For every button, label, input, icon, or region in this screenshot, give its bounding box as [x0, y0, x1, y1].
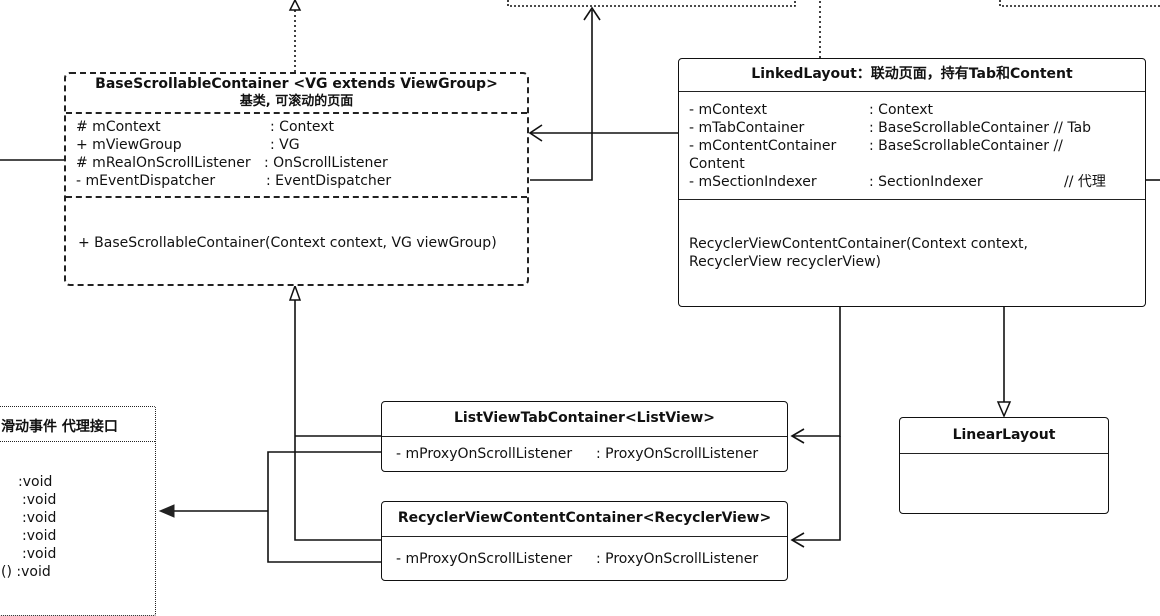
- divider: [679, 91, 1145, 92]
- field-name: - mEventDispatcher: [76, 173, 216, 189]
- interface-title: 滑动事件 代理接口: [1, 419, 118, 435]
- method-return: :void: [22, 510, 57, 526]
- linked-to-list-line: [792, 307, 841, 437]
- field-row: - mEventDispatcher : EventDispatcher: [76, 172, 391, 190]
- arrowhead-to-iface: [158, 504, 175, 518]
- field-name: - mProxyOnScrollListener: [396, 446, 573, 462]
- field-row: - mContentContainer : BaseScrollableConta…: [689, 137, 1063, 155]
- method-row: RecyclerViewContentContainer(Context con…: [689, 236, 1028, 252]
- linked-layout-class: LinkedLayout：联动页面，持有Tab和Content - mConte…: [678, 58, 1146, 307]
- divider: [679, 199, 1145, 200]
- field-name: - mSectionIndexer: [689, 174, 817, 190]
- partial-box-top-center: [507, 0, 796, 7]
- linked-to-top-line: [530, 10, 593, 181]
- arrowhead-to-list: [790, 428, 805, 444]
- field-row: # mContext : Context: [76, 118, 334, 136]
- field-row: - mTabContainer : BaseScrollableContainer…: [689, 119, 1091, 137]
- field-name: - mProxyOnScrollListener: [396, 551, 573, 567]
- field-type: : EventDispatcher: [266, 173, 392, 189]
- field-type: : ProxyOnScrollListener: [596, 446, 759, 462]
- class-subtitle: 基类, 可滚动的页面: [239, 94, 354, 109]
- class-title: ListViewTabContainer<ListView>: [454, 410, 715, 426]
- method-row: RecyclerView recyclerView): [689, 254, 882, 270]
- field-row: + mViewGroup : VG: [76, 136, 300, 154]
- method-return: () :void: [1, 564, 51, 580]
- arrowhead-to-base: [528, 124, 543, 142]
- divider: [382, 536, 787, 537]
- field-name: - mTabContainer: [689, 120, 805, 136]
- field-name: Content: [689, 156, 745, 172]
- field-type: : OnScrollListener: [264, 155, 388, 171]
- field-type: : BaseScrollableContainer // Tab: [869, 120, 1092, 136]
- arrowhead-base-top: [288, 0, 302, 11]
- divider: [0, 441, 155, 442]
- class-title: LinkedLayout：联动页面，持有Tab和Content: [751, 66, 1073, 82]
- listview-tab-container-class: ListViewTabContainer<ListView> - mProxyO…: [381, 401, 788, 472]
- field-row: - mProxyOnScrollListener : ProxyOnScrollL…: [396, 550, 758, 568]
- recyclerview-content-container-class: RecyclerViewContentContainer<RecyclerVie…: [381, 501, 788, 581]
- arrowhead-generalization: [288, 283, 302, 301]
- method-return: :void: [18, 474, 53, 490]
- class-title: LinearLayout: [952, 427, 1056, 443]
- divider: [382, 436, 787, 437]
- method-return: :void: [22, 528, 57, 544]
- base-scrollable-container-class: BaseScrollableContainer <VG extends View…: [64, 72, 529, 286]
- field-row: # mRealOnScrollListener : OnScrollListene…: [76, 154, 388, 172]
- arrowhead-to-recycler: [790, 532, 805, 548]
- field-row: Content: [689, 155, 745, 173]
- field-row: - mSectionIndexer : SectionIndexer // 代理: [689, 173, 1106, 191]
- field-name: + mViewGroup: [76, 137, 182, 153]
- linked-to-recycler-line: [792, 436, 841, 541]
- field-name: - mContext: [689, 102, 767, 118]
- field-name: - mContentContainer: [689, 138, 837, 154]
- method-row: + BaseScrollableContainer(Context contex…: [78, 235, 497, 251]
- class-title: BaseScrollableContainer <VG extends View…: [95, 76, 498, 92]
- method-return: :void: [22, 492, 57, 508]
- divider: [900, 453, 1108, 454]
- field-type: : ProxyOnScrollListener: [596, 551, 759, 567]
- partial-box-top-right: [999, 0, 1160, 7]
- scroll-event-proxy-interface: 滑动事件 代理接口 :void :void :void :void :void …: [0, 406, 156, 616]
- divider: [66, 196, 527, 198]
- arrowhead-linear: [996, 401, 1012, 418]
- method-return: :void: [22, 546, 57, 562]
- divider: [66, 112, 527, 114]
- field-type: : Context: [869, 102, 934, 118]
- arrowhead-to-top: [583, 6, 601, 21]
- field-name: # mContext: [76, 119, 161, 135]
- field-type: : VG: [270, 137, 300, 153]
- field-type: : Context: [270, 119, 335, 135]
- field-row: - mContext : Context: [689, 101, 933, 119]
- field-type: : SectionIndexer: [869, 174, 983, 190]
- generalization-line: [294, 290, 382, 541]
- linear-layout-class: LinearLayout: [899, 417, 1109, 514]
- class-title: RecyclerViewContentContainer<RecyclerVie…: [397, 510, 772, 526]
- field-row: - mProxyOnScrollListener : ProxyOnScrollL…: [396, 445, 758, 463]
- field-name: # mRealOnScrollListener: [76, 155, 251, 171]
- field-comment: // 代理: [1064, 174, 1106, 190]
- field-type: : BaseScrollableContainer //: [869, 138, 1063, 154]
- iface-link-line: [267, 451, 382, 563]
